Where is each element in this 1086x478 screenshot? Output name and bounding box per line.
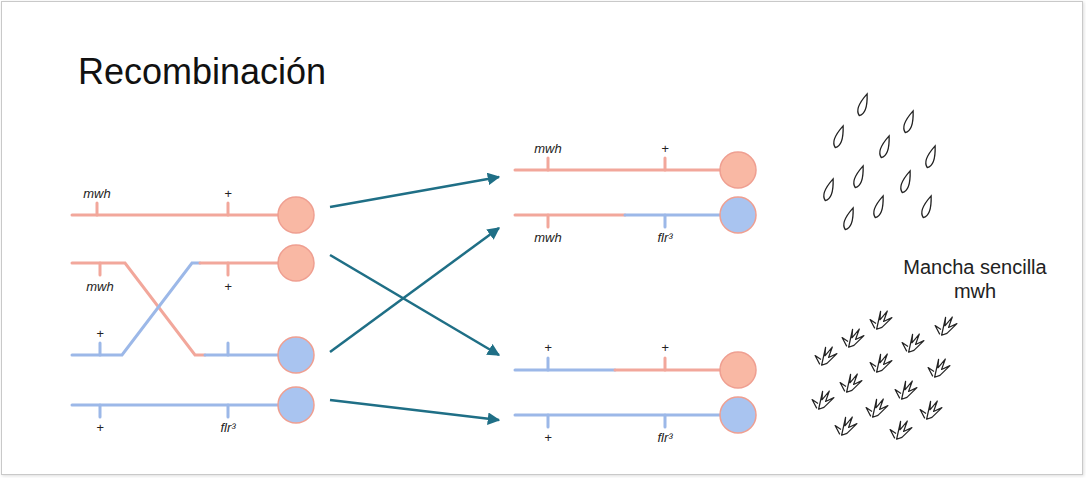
chromatid: ++ bbox=[505, 336, 760, 380]
allele-label: + bbox=[224, 279, 232, 294]
phenotype-label: Mancha sencilla mwh bbox=[900, 255, 1050, 303]
allele-label: mwh bbox=[534, 141, 561, 156]
allele-label: + bbox=[544, 340, 552, 355]
allele-label: flr³ bbox=[657, 230, 672, 245]
segregation-arrow bbox=[330, 228, 499, 352]
allele-label: + bbox=[661, 141, 669, 156]
allele-label: + bbox=[661, 340, 669, 355]
chromatid: mwh + bbox=[505, 138, 760, 180]
chromatid: mwh flr³ bbox=[505, 200, 760, 250]
allele-label: + bbox=[544, 430, 552, 445]
allele-label: mwh bbox=[83, 186, 110, 201]
allele-label: mwh bbox=[86, 279, 113, 294]
slide-title: Recombinación bbox=[78, 50, 326, 94]
allele-label: + bbox=[96, 326, 104, 341]
chromatid: mwh + bbox=[60, 250, 322, 300]
segregation-arrow bbox=[330, 255, 499, 355]
allele-label: flr³ bbox=[220, 420, 235, 435]
allele-label: mwh bbox=[534, 230, 561, 245]
chromatid: + flr³ bbox=[60, 395, 322, 440]
chromatid: + bbox=[60, 322, 322, 366]
chromatid: mwh + bbox=[60, 184, 322, 224]
chromatid: + flr³ bbox=[505, 405, 760, 450]
allele-label: flr³ bbox=[657, 430, 672, 445]
allele-label: + bbox=[224, 186, 232, 201]
segregation-arrow bbox=[330, 400, 499, 420]
allele-label: + bbox=[96, 420, 104, 435]
segregation-arrow bbox=[330, 177, 499, 207]
